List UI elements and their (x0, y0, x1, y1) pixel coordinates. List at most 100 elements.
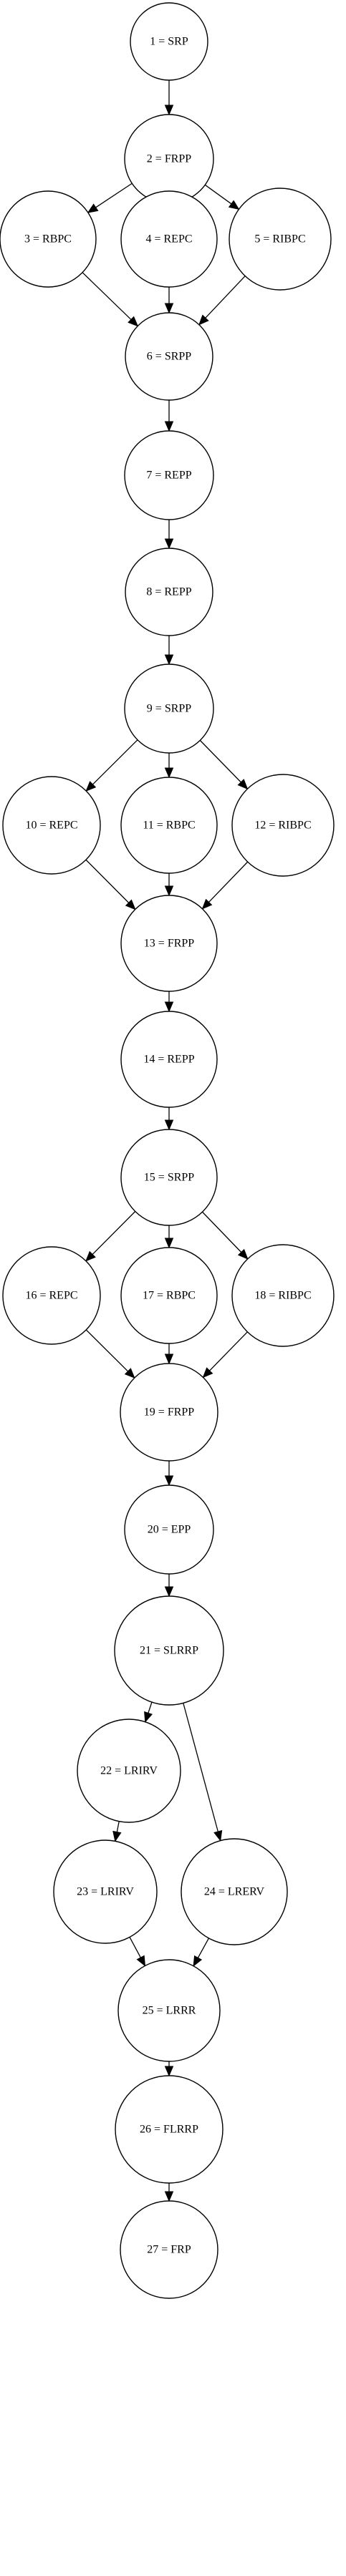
node-circle (2, 776, 101, 875)
edge-21-22 (144, 1701, 153, 1723)
edge-line (209, 1331, 248, 1371)
node-circle (120, 1247, 218, 1344)
edge-18-19 (202, 1331, 248, 1379)
node-label: 17 = RBPC (143, 1290, 196, 1302)
edge-9-11 (164, 753, 174, 779)
node-label: 13 = FRPP (144, 938, 194, 950)
node-circle (53, 1839, 158, 1944)
edge-line (85, 859, 130, 903)
node-circle (77, 1719, 181, 1823)
node-label: 15 = SRPP (144, 1172, 194, 1184)
node-label: 2 = FRPP (147, 153, 191, 165)
node-circle (124, 1484, 214, 1575)
edge-line (129, 1937, 141, 1958)
edge-2-3 (87, 183, 133, 213)
edge-line (148, 1701, 153, 1714)
node-circle (231, 774, 335, 877)
node-label: 14 = REPP (143, 1054, 194, 1066)
arrowhead-icon (136, 1955, 146, 1967)
node-6: 6 = SRPP (125, 312, 213, 401)
node-circle (120, 777, 218, 874)
edge-11-13 (164, 873, 174, 897)
node-label: 27 = FRP (147, 2244, 191, 2256)
node-26: 26 = FLRRP (115, 2075, 224, 2184)
node-label: 8 = REPP (146, 586, 191, 598)
node-circle (2, 1246, 101, 1345)
edge-15-18 (202, 1211, 249, 1260)
node-13: 13 = FRPP (120, 895, 218, 992)
node-10: 10 = REPC (2, 776, 101, 875)
arrowhead-icon (125, 899, 136, 910)
node-label: 1 = SRP (150, 36, 188, 48)
edge-12-13 (201, 861, 249, 910)
node-label: 18 = RIBPC (254, 1290, 311, 1302)
arrowhead-icon (237, 779, 249, 790)
node-label: 21 = SLRRP (140, 1645, 198, 1657)
node-circle (0, 190, 97, 288)
node-circle (124, 664, 214, 754)
node-label: 23 = LRIRV (77, 1886, 134, 1898)
arrowhead-icon (164, 303, 174, 314)
node-circle (120, 1129, 218, 1226)
edge-23-25 (129, 1937, 146, 1967)
node-label: 7 = REPP (146, 470, 191, 482)
edge-8-9 (164, 636, 174, 666)
edge-9-10 (85, 739, 138, 792)
node-14: 14 = REPP (120, 1011, 218, 1108)
edge-15-16 (85, 1211, 136, 1262)
arrowhead-icon (193, 1955, 203, 1967)
arrowhead-icon (164, 654, 174, 666)
arrowhead-icon (87, 203, 99, 213)
edge-line (205, 276, 246, 319)
node-3: 3 = RBPC (0, 190, 97, 288)
node-label: 26 = FLRRP (140, 2124, 198, 2136)
arrowhead-icon (164, 1119, 174, 1131)
node-circle (125, 312, 213, 401)
edge-13-14 (164, 991, 174, 1013)
arrowhead-icon (144, 1711, 153, 1723)
arrowhead-icon (164, 1353, 174, 1365)
node-circle (125, 548, 213, 636)
node-11: 11 = RBPC (120, 777, 218, 874)
node-circle (120, 895, 218, 992)
edge-10-13 (85, 859, 136, 910)
edge-21-24 (183, 1703, 223, 1842)
arrowhead-icon (164, 421, 174, 432)
edge-9-12 (199, 739, 249, 790)
node-circle (229, 188, 332, 291)
edge-16-19 (85, 1329, 135, 1379)
arrowhead-icon (164, 2191, 174, 2202)
node-7: 7 = REPP (124, 430, 214, 520)
edge-14-15 (164, 1107, 174, 1131)
edge-5-6 (198, 276, 246, 326)
arrowhead-icon (202, 1367, 213, 1379)
node-2: 2 = FRPP (124, 114, 214, 204)
node-circle (120, 1011, 218, 1108)
node-label: 16 = REPC (25, 1290, 77, 1302)
arrowhead-icon (201, 898, 213, 910)
node-17: 17 = RBPC (120, 1247, 218, 1344)
edge-2-5 (204, 184, 240, 210)
arrowhead-icon (164, 105, 174, 116)
node-18: 18 = RIBPC (231, 1244, 335, 1347)
node-circle (181, 1838, 288, 1945)
node-8: 8 = REPP (125, 548, 213, 636)
node-20: 20 = EPP (124, 1484, 214, 1575)
arrowhead-icon (85, 781, 97, 792)
edge-line (204, 184, 232, 205)
arrowhead-icon (164, 538, 174, 550)
node-label: 25 = LRRR (143, 2005, 196, 2017)
node-label: 20 = EPP (148, 1524, 191, 1536)
node-circle (231, 1244, 335, 1347)
node-23: 23 = LRIRV (53, 1839, 158, 1944)
node-circle (120, 2200, 218, 2299)
node-circle (120, 1363, 218, 1462)
node-label: 22 = LRIRV (100, 1765, 158, 1777)
node-label: 11 = RBPC (143, 820, 195, 832)
node-5: 5 = RIBPC (229, 188, 332, 291)
edge-line (199, 739, 241, 783)
node-25: 25 = LRRR (117, 1959, 221, 2062)
edge-line (197, 1938, 209, 1958)
arrowhead-icon (213, 1829, 223, 1842)
